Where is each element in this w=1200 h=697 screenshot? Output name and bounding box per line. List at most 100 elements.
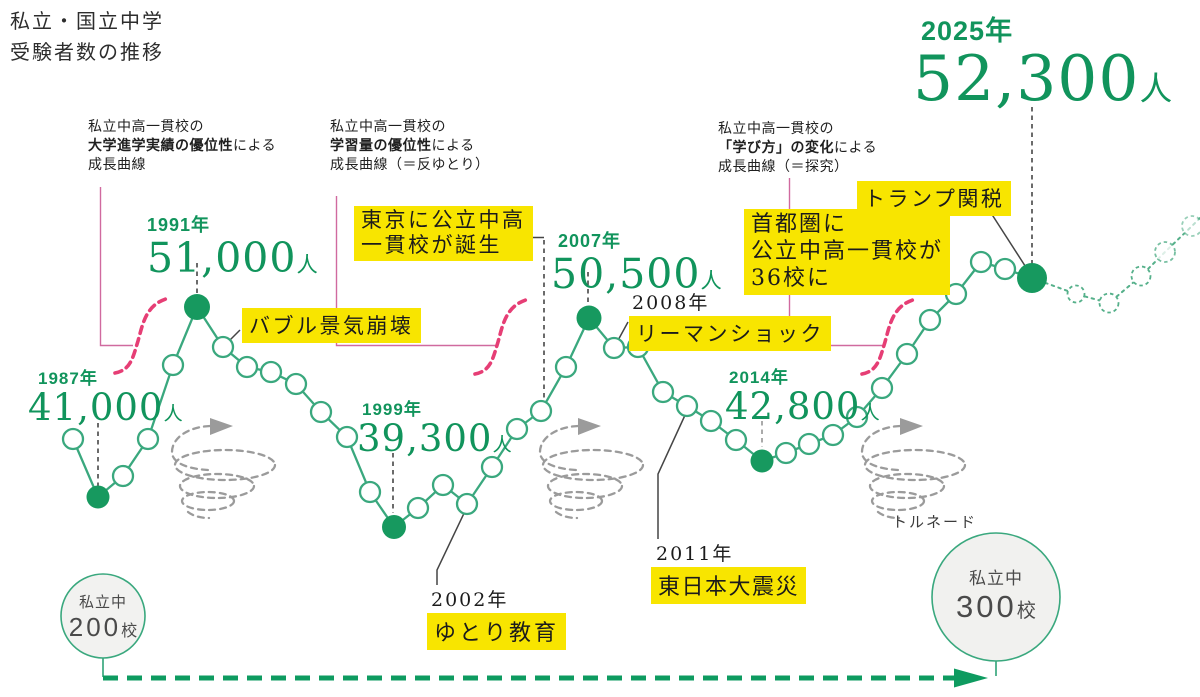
count-suffix: 校 (1016, 601, 1036, 622)
event-label-lehman: リーマンショック (629, 316, 831, 351)
data-point (554, 355, 578, 379)
data-points (61, 250, 1017, 520)
future-point (1130, 265, 1152, 287)
growth-note-3-bold: 「学び方」の変化 (718, 139, 834, 155)
future-point (1098, 292, 1120, 314)
milestone-1991: 1991年 51,000人 (147, 211, 319, 286)
data-point (845, 405, 869, 429)
event-label-yutori: ゆとり教育 (427, 613, 567, 650)
data-point (480, 455, 504, 479)
growth-note-2-bold: 学習量の優位性 (330, 137, 432, 153)
data-point (61, 427, 85, 451)
milestone-points (86, 263, 1047, 539)
event-label-trump: トランプ関税 (857, 181, 1012, 216)
growth-note-3-line3: 成長曲線（＝探究） (718, 158, 849, 174)
count-suffix: 校 (121, 622, 138, 640)
s-curve-icon-2 (473, 297, 531, 376)
data-point (111, 464, 135, 488)
timeline-arrow (102, 657, 997, 688)
milestone-year: 2014年 (729, 368, 789, 387)
page-title-line1: 私立・国立中学 (10, 9, 164, 33)
milestone-2014: 2014年 42,800人 (725, 363, 881, 433)
milestone-unit: 人 (296, 253, 319, 277)
milestone-year: 1987年 (38, 369, 98, 388)
data-point (895, 342, 919, 366)
milestone-point-2007 (576, 305, 602, 331)
milestone-unit: 人 (700, 269, 723, 293)
growth-note-1-post: による (233, 137, 277, 153)
data-point (335, 425, 359, 449)
school-circle-left-shape (60, 573, 146, 659)
milestone-unit: 人 (1139, 70, 1174, 107)
growth-note-3-line1: 私立中高一貫校の (718, 120, 834, 136)
event-yutori: 2002年 ゆとり教育 (427, 585, 567, 650)
event-label-shutoken-line1: 首都圏に (751, 212, 848, 237)
data-point (505, 417, 529, 441)
data-point (211, 335, 235, 359)
milestone-value: 52,300人 (913, 42, 1173, 115)
event-label-shutoken-line3: 36校に (751, 266, 831, 291)
growth-note-2: 私立中高一貫校の 学習量の優位性による 成長曲線（＝反ゆとり） (330, 117, 490, 174)
s-curve-icon-1 (113, 296, 171, 375)
growth-note-1-line2: 大学進学実績の優位性による (88, 136, 276, 155)
event-label-tokyo-line2: 一貫校が誕生 (361, 233, 502, 257)
data-point (651, 380, 675, 404)
milestone-number: 41,000 (28, 386, 164, 429)
milestone-point-1991 (184, 294, 210, 320)
data-point (699, 409, 723, 433)
milestone-unit: 人 (860, 403, 881, 424)
event-shutoken: 首都圏に 公立中高一貫校が 36校に (744, 209, 951, 295)
page-title: 私立・国立中学 受験者数の推移 (10, 6, 164, 68)
data-point (431, 473, 455, 497)
growth-note-2-line3: 成長曲線（＝反ゆとり） (330, 156, 490, 172)
school-circle-right-name: 私立中 (969, 569, 1023, 588)
school-circle-left-count: 200校 (69, 612, 138, 642)
milestone-value: 51,000人 (147, 234, 319, 282)
milestone-value: 39,300人 (357, 417, 513, 460)
event-lehman: 2008年 リーマンショック (629, 288, 831, 351)
data-point (161, 353, 185, 377)
school-circle-right-shape (931, 532, 1061, 662)
milestone-year: 2007年 (558, 231, 622, 251)
milestone-1987: 1987年 41,000人 (28, 364, 184, 434)
milestone-value: 42,800人 (725, 385, 881, 428)
milestone-year: 1999年 (362, 400, 422, 419)
event-year-lehman: 2008年 (632, 292, 710, 314)
data-point (797, 432, 821, 456)
growth-note-1-bold: 大学進学実績の優位性 (88, 137, 233, 153)
event-bubble: バブル景気崩壊 (242, 308, 421, 343)
milestone-number: 51,000 (147, 234, 297, 282)
data-point (455, 492, 479, 516)
growth-note-1-line1: 私立中高一貫校の (88, 118, 204, 134)
event-label-bubble: バブル景気崩壊 (242, 308, 421, 343)
event-label-shutoken-line2: 公立中高一貫校が (751, 239, 944, 264)
future-projection (1031, 215, 1200, 314)
data-point (774, 441, 798, 465)
timeline-arrowhead (954, 668, 988, 688)
tornado-icon-2 (538, 416, 645, 520)
count-number: 200 (68, 612, 122, 642)
school-circle-left: 私立中 200校 (43, 591, 163, 646)
data-point (602, 336, 626, 360)
milestone-number: 42,800 (725, 385, 861, 428)
data-point (675, 394, 699, 418)
milestone-point-1987 (86, 485, 110, 509)
data-point (284, 372, 308, 396)
data-point (821, 423, 845, 447)
milestone-number: 52,300 (913, 42, 1140, 115)
milestone-point-2014 (750, 449, 774, 473)
future-point (1154, 241, 1176, 263)
data-point (969, 250, 993, 274)
data-point (309, 400, 333, 424)
event-label-tohoku: 東日本大震災 (651, 567, 807, 604)
growth-note-1-line3: 成長曲線 (88, 156, 146, 172)
milestone-point-2025 (1017, 263, 1047, 293)
data-point (918, 308, 942, 332)
data-point (136, 427, 160, 451)
growth-note-3-line2: 「学び方」の変化による (718, 138, 877, 157)
tornado-icon-1 (170, 416, 277, 520)
school-circle-right-count: 300校 (956, 589, 1036, 624)
guide-lines (97, 107, 1033, 513)
milestone-number: 39,300 (357, 417, 493, 460)
